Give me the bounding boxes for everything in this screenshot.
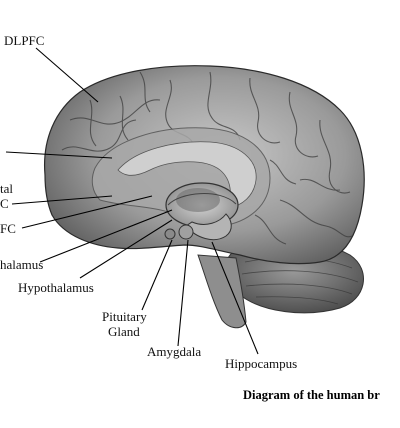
amygdala-leader <box>177 239 189 347</box>
brainstem <box>197 254 247 329</box>
pituitary-label-line1: Pituitary <box>102 309 147 324</box>
fc-partial-label: FC <box>0 221 16 236</box>
amygdala-shape <box>178 224 194 240</box>
c-leader <box>11 195 113 205</box>
c-partial-label: C <box>0 196 9 211</box>
pituitary-shape <box>164 228 176 240</box>
hypothalamus-leader <box>79 219 173 279</box>
thalamus-partial-label: halamus <box>0 257 44 272</box>
pituitary-label-line2: Gland <box>108 324 140 339</box>
frontal-partial-label: tal <box>0 181 13 196</box>
thalamus-leader <box>39 209 173 263</box>
fc-leader <box>21 195 153 229</box>
hippocampus-label: Hippocampus <box>225 356 298 371</box>
dlpfc-leader <box>35 47 99 103</box>
hypothalamus-label: Hypothalamus <box>18 280 94 295</box>
frontal-leader <box>5 151 113 159</box>
amygdala-label: Amygdala <box>147 344 202 359</box>
hippocampus-leader <box>211 241 259 355</box>
dlpfc-label: DLPFC <box>4 33 45 48</box>
diagram-caption: Diagram of the human br <box>243 388 380 402</box>
pituitary-leader <box>141 239 173 311</box>
hippocampus-shape <box>185 213 232 241</box>
